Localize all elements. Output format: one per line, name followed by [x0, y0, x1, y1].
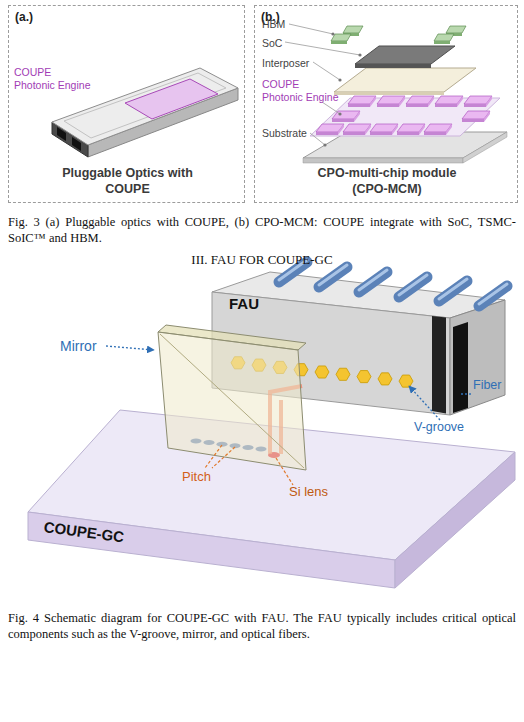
part-label: Si lens	[289, 484, 328, 500]
hbm-stack	[331, 26, 466, 44]
photonic-engine-ring	[462, 111, 490, 122]
substrate-layer	[303, 132, 507, 158]
fiber-array-unit: FAU	[205, 255, 510, 420]
photonic-engine-ring	[343, 124, 371, 135]
part-label: SoC	[262, 37, 282, 50]
hbm-stack	[331, 34, 351, 44]
soc-die	[355, 46, 455, 64]
grating-coupler-chip-face	[28, 512, 395, 588]
photonic-engine-ring	[464, 96, 492, 107]
leader-line	[313, 62, 340, 80]
photonic-engine-ring	[377, 96, 405, 107]
callout-arrow	[106, 346, 154, 350]
interposer-layer	[334, 68, 476, 92]
fiber-array-unit-face	[450, 300, 505, 415]
substrate-layer	[463, 132, 507, 163]
section-heading: III. FAU FOR COUPE-GC	[0, 252, 524, 268]
pluggable-module	[88, 88, 238, 157]
figure-panel: (a.) Pluggable Optics with COUPE	[8, 5, 245, 203]
fiber-array-unit-face	[432, 316, 446, 414]
interposer-layer	[334, 68, 476, 95]
part-label: V-groove	[414, 420, 464, 435]
leader-line	[322, 102, 340, 114]
interposer-layer	[334, 92, 444, 95]
soc-die	[355, 64, 431, 68]
figure-caption: Fig. 4 Schematic diagram for COUPE-GC wi…	[8, 610, 516, 643]
part-label: Mirror	[60, 338, 97, 355]
leader-dot	[338, 78, 341, 81]
fiber-array-unit-outline	[212, 272, 505, 415]
grating-coupler-chip-outline	[28, 410, 515, 588]
pluggable-module	[72, 137, 81, 151]
fiber-array-unit-face	[453, 322, 468, 413]
pluggable-module	[57, 127, 66, 141]
part-title: FAU	[229, 295, 259, 313]
soc-die	[355, 46, 455, 68]
substrate-layer	[303, 132, 507, 163]
leader-dot	[323, 143, 326, 146]
part-label: COUPE Photonic Engine	[262, 78, 342, 103]
grating-coupler-chip-face	[395, 452, 515, 588]
photonic-engine-ring	[406, 96, 434, 107]
hbm-stack	[434, 34, 454, 44]
leader-dot	[331, 32, 334, 35]
part-label: Substrate	[262, 127, 307, 140]
photonic-engine-ring	[370, 124, 398, 135]
leader-dot	[358, 53, 361, 56]
photonic-engine-ring	[310, 96, 500, 136]
leader-line	[285, 42, 360, 55]
photonic-engine-ring	[348, 96, 376, 107]
part-label: Interposer	[262, 57, 309, 70]
photonic-engine-ring	[316, 124, 344, 135]
pluggable-module	[125, 79, 218, 119]
leader-line	[289, 24, 333, 34]
photonic-engine-ring	[397, 124, 425, 135]
photonic-engine-ring	[332, 111, 360, 122]
substrate-layer	[303, 158, 463, 163]
panel-tag: (a.)	[15, 10, 33, 24]
fiber-array-unit-outline	[205, 255, 510, 420]
part-label: Pitch	[182, 469, 211, 485]
pluggable-module	[52, 122, 88, 157]
part-label: COUPE Photonic Engine	[14, 66, 92, 91]
hbm-stack	[446, 26, 466, 36]
fiber-array-unit-face	[212, 292, 450, 415]
part-label: HBM	[262, 18, 285, 31]
part-label: Fiber	[473, 378, 501, 393]
photonic-engine-ring	[310, 98, 500, 136]
panel-caption: Pluggable Optics with COUPE	[55, 166, 200, 197]
leader-dot	[338, 112, 341, 115]
photonic-engine-ring	[435, 96, 463, 107]
photonic-engine-ring	[424, 124, 452, 135]
leader-dot	[323, 32, 361, 146]
figure-caption: Fig. 3 (a) Pluggable optics with COUPE, …	[8, 214, 516, 247]
hbm-stack	[343, 26, 363, 36]
figure-panel: (b.)CPO-multi-chip module (CPO-MCM)	[254, 5, 518, 203]
leader-line	[310, 133, 325, 145]
panel-caption: CPO-multi-chip module (CPO-MCM)	[307, 166, 467, 197]
